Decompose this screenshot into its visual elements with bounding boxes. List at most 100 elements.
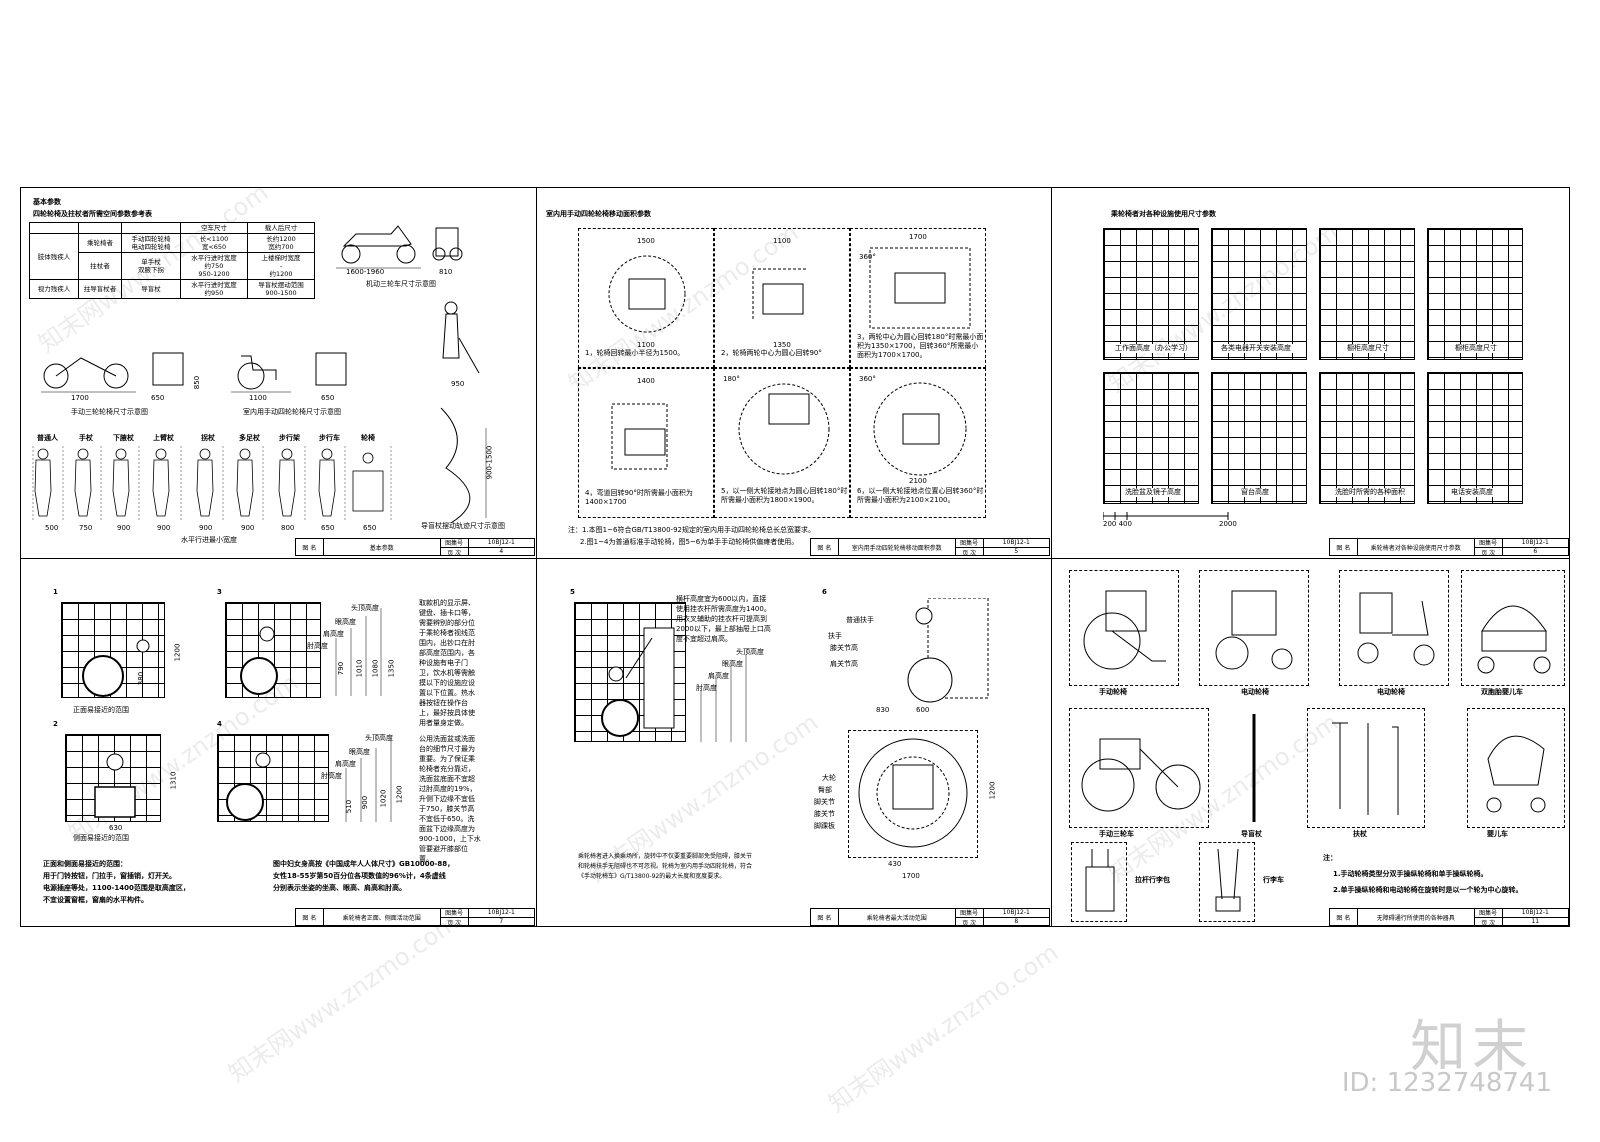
note-line: 分别表示坐姿的坐高、眼高、肩高和肘高。 [273,884,406,892]
title-block-label: 图 名 [811,539,839,555]
panel-divider [1051,188,1052,926]
facility-grid [1319,228,1415,360]
walker-label: 下腋杖 [113,434,134,442]
crutch-icon [1332,722,1399,815]
part-label: 脚关节 [814,798,835,806]
title-block-set: 10BJ12-1 [983,539,1049,548]
dim-label: 1700 [909,233,927,241]
device-box [1307,708,1425,828]
table-cell: 视力残疾人 [29,279,79,299]
walker-width: 900 [241,524,255,532]
facility-caption: 橱柜高度尺寸 [1345,344,1391,353]
table-cell: 水平行进时宽度 约950 [180,279,248,299]
note-line: 1.手动轮椅类型分双手操纵轮椅和单手操纵轮椅。 [1333,870,1488,878]
facility-caption: 洗脸盆及镜子高度 [1123,488,1183,497]
side-text: 取款机的显示屏、键盘、插卡口等，需要辨别的部分位于乘轮椅者视线范围内，出钞口在肘… [419,599,475,727]
sheet-heading: 室内用手动四轮轮椅移动面积参数 [546,210,651,218]
title-block-set: 10BJ12-1 [468,909,534,918]
facility-caption: 窗台高度 [1239,488,1271,497]
drawing-sheet-frame [20,187,1570,927]
part-label: 膝关节 [814,810,835,818]
drawing-caption: 机动三轮车尺寸示意图 [366,280,436,288]
dim-label: 眼高度 [349,748,370,756]
dim-label: 肘高度 [696,684,717,692]
table-cell: 上楼梯时宽度 - 约1200 [247,252,315,280]
dim-label: 肩高度 [708,672,729,680]
facility-grid [1211,372,1307,504]
table-cell: 手动四轮轮椅 电动四轮轮椅 [121,233,181,253]
title-block-page: 8 [1014,917,1019,925]
part-label: 大轮 [822,774,836,782]
hand-tricycle-icon [1081,738,1201,812]
facility-caption: 橱柜高度尺寸 [1453,344,1499,353]
figure-caption: 侧面易接近的范围 [73,834,129,842]
device-label: 导盲杖 [1241,830,1262,838]
note-line: 2.图1~4为普通标准手动轮椅，图5~6为单手手动轮椅供偏瘫者使用。 [580,538,799,546]
figure-number: 5 [570,588,575,596]
figure-number: 4 [217,720,222,728]
walker-label: 多足杖 [239,434,260,442]
dim-label: 790 [337,661,346,676]
dim-label: 头顶高度 [351,604,379,612]
watermark-text: 知末网www.znzmo.com [823,938,1064,1118]
dim-label: 肩高度 [335,760,356,768]
image-id-label: ID: 1232748741 [1341,1068,1552,1098]
device-box [1199,842,1255,922]
wheelchair-figure [94,753,136,818]
dim-label: 380 [137,671,146,686]
table-cell: 长约1200 宽约700 [247,233,315,253]
twin-stroller-icon [1477,605,1551,674]
part-label: 脚踝板 [814,822,835,830]
blind-cane-icon [1252,714,1256,822]
dim-label: 1200 [395,785,404,804]
dim-label: 600 [916,706,930,714]
drawing-caption: 手动三轮轮椅尺寸示意图 [71,408,148,416]
note-line: 2.单手操纵轮椅和电动轮椅在旋转时是以一个轮为中心旋转。 [1333,886,1523,894]
dim-label: 900 [361,795,370,810]
table-cell: 水平行进时宽度 约750 950-1200 [180,252,248,280]
note-line: 女性18-55岁第50百分位各项数值的96%计，4条虚线 [273,872,446,880]
title-block-set-label: 图集号 [440,908,468,918]
device-label: 双胞胎婴儿车 [1481,688,1523,696]
table-cell: 拄杖者 [78,252,122,280]
rolling-luggage-icon [1085,849,1115,912]
facility-caption: 工作面高度（办公学习） [1113,344,1194,353]
facility-caption: 洗脸时所需的各种面积 [1333,488,1407,497]
title-block-name: 乘轮椅者最大活动范围 [839,909,956,925]
wheelchair-figure [226,752,271,821]
dim-label: 1400 [637,377,655,385]
table-cell: 长<1100 宽<650 [180,233,248,253]
title-block-set: 10BJ12-1 [1502,909,1568,918]
title-block-page-label: 页 次 [962,549,977,557]
dim-label: 肘高度 [321,772,342,780]
walker-width: 900 [199,524,213,532]
title-block-set-label: 图集号 [440,538,468,548]
walker-width: 900 [157,524,171,532]
note-line: 不宜设置窗框，窗扇的水平构件。 [43,896,148,904]
dim-label: 1350 [773,341,791,349]
figure-caption: 正面易接近的范围 [73,706,129,714]
figure-number: 3 [217,588,222,596]
part-label: 普通扶手 [846,616,874,624]
dim-label: 650 [321,394,335,402]
dim-label: 1200 [988,781,997,800]
turning-plan [848,730,978,858]
drawing-caption: 水平行进最小宽度 [181,536,237,544]
title-block-page: 11 [1531,917,1540,925]
walker-label: 步行车 [319,434,340,442]
device-label: 拉杆行李包 [1135,876,1170,884]
dim-label: 630 [109,824,123,832]
note-line: 注：1.本图1~6符合GB/T13800-92规定的室内用手动四轮轮椅总长总宽要… [568,526,816,534]
dim-label: 510 [345,799,354,814]
dim-label: 眼高度 [722,660,743,668]
walker-label: 拐杖 [201,434,215,442]
facility-caption: 电话安装高度 [1449,488,1495,497]
brand-watermark: 知末 [1410,1015,1534,1080]
device-box [1199,570,1309,686]
dim-label: 430 [888,860,902,868]
dim-label: 360° [859,253,876,261]
stroller-icon [1486,735,1546,813]
device-box [1069,570,1179,686]
device-label: 电动轮椅 [1377,688,1405,696]
facility-caption: 各类电器开关安装高度 [1219,344,1293,353]
